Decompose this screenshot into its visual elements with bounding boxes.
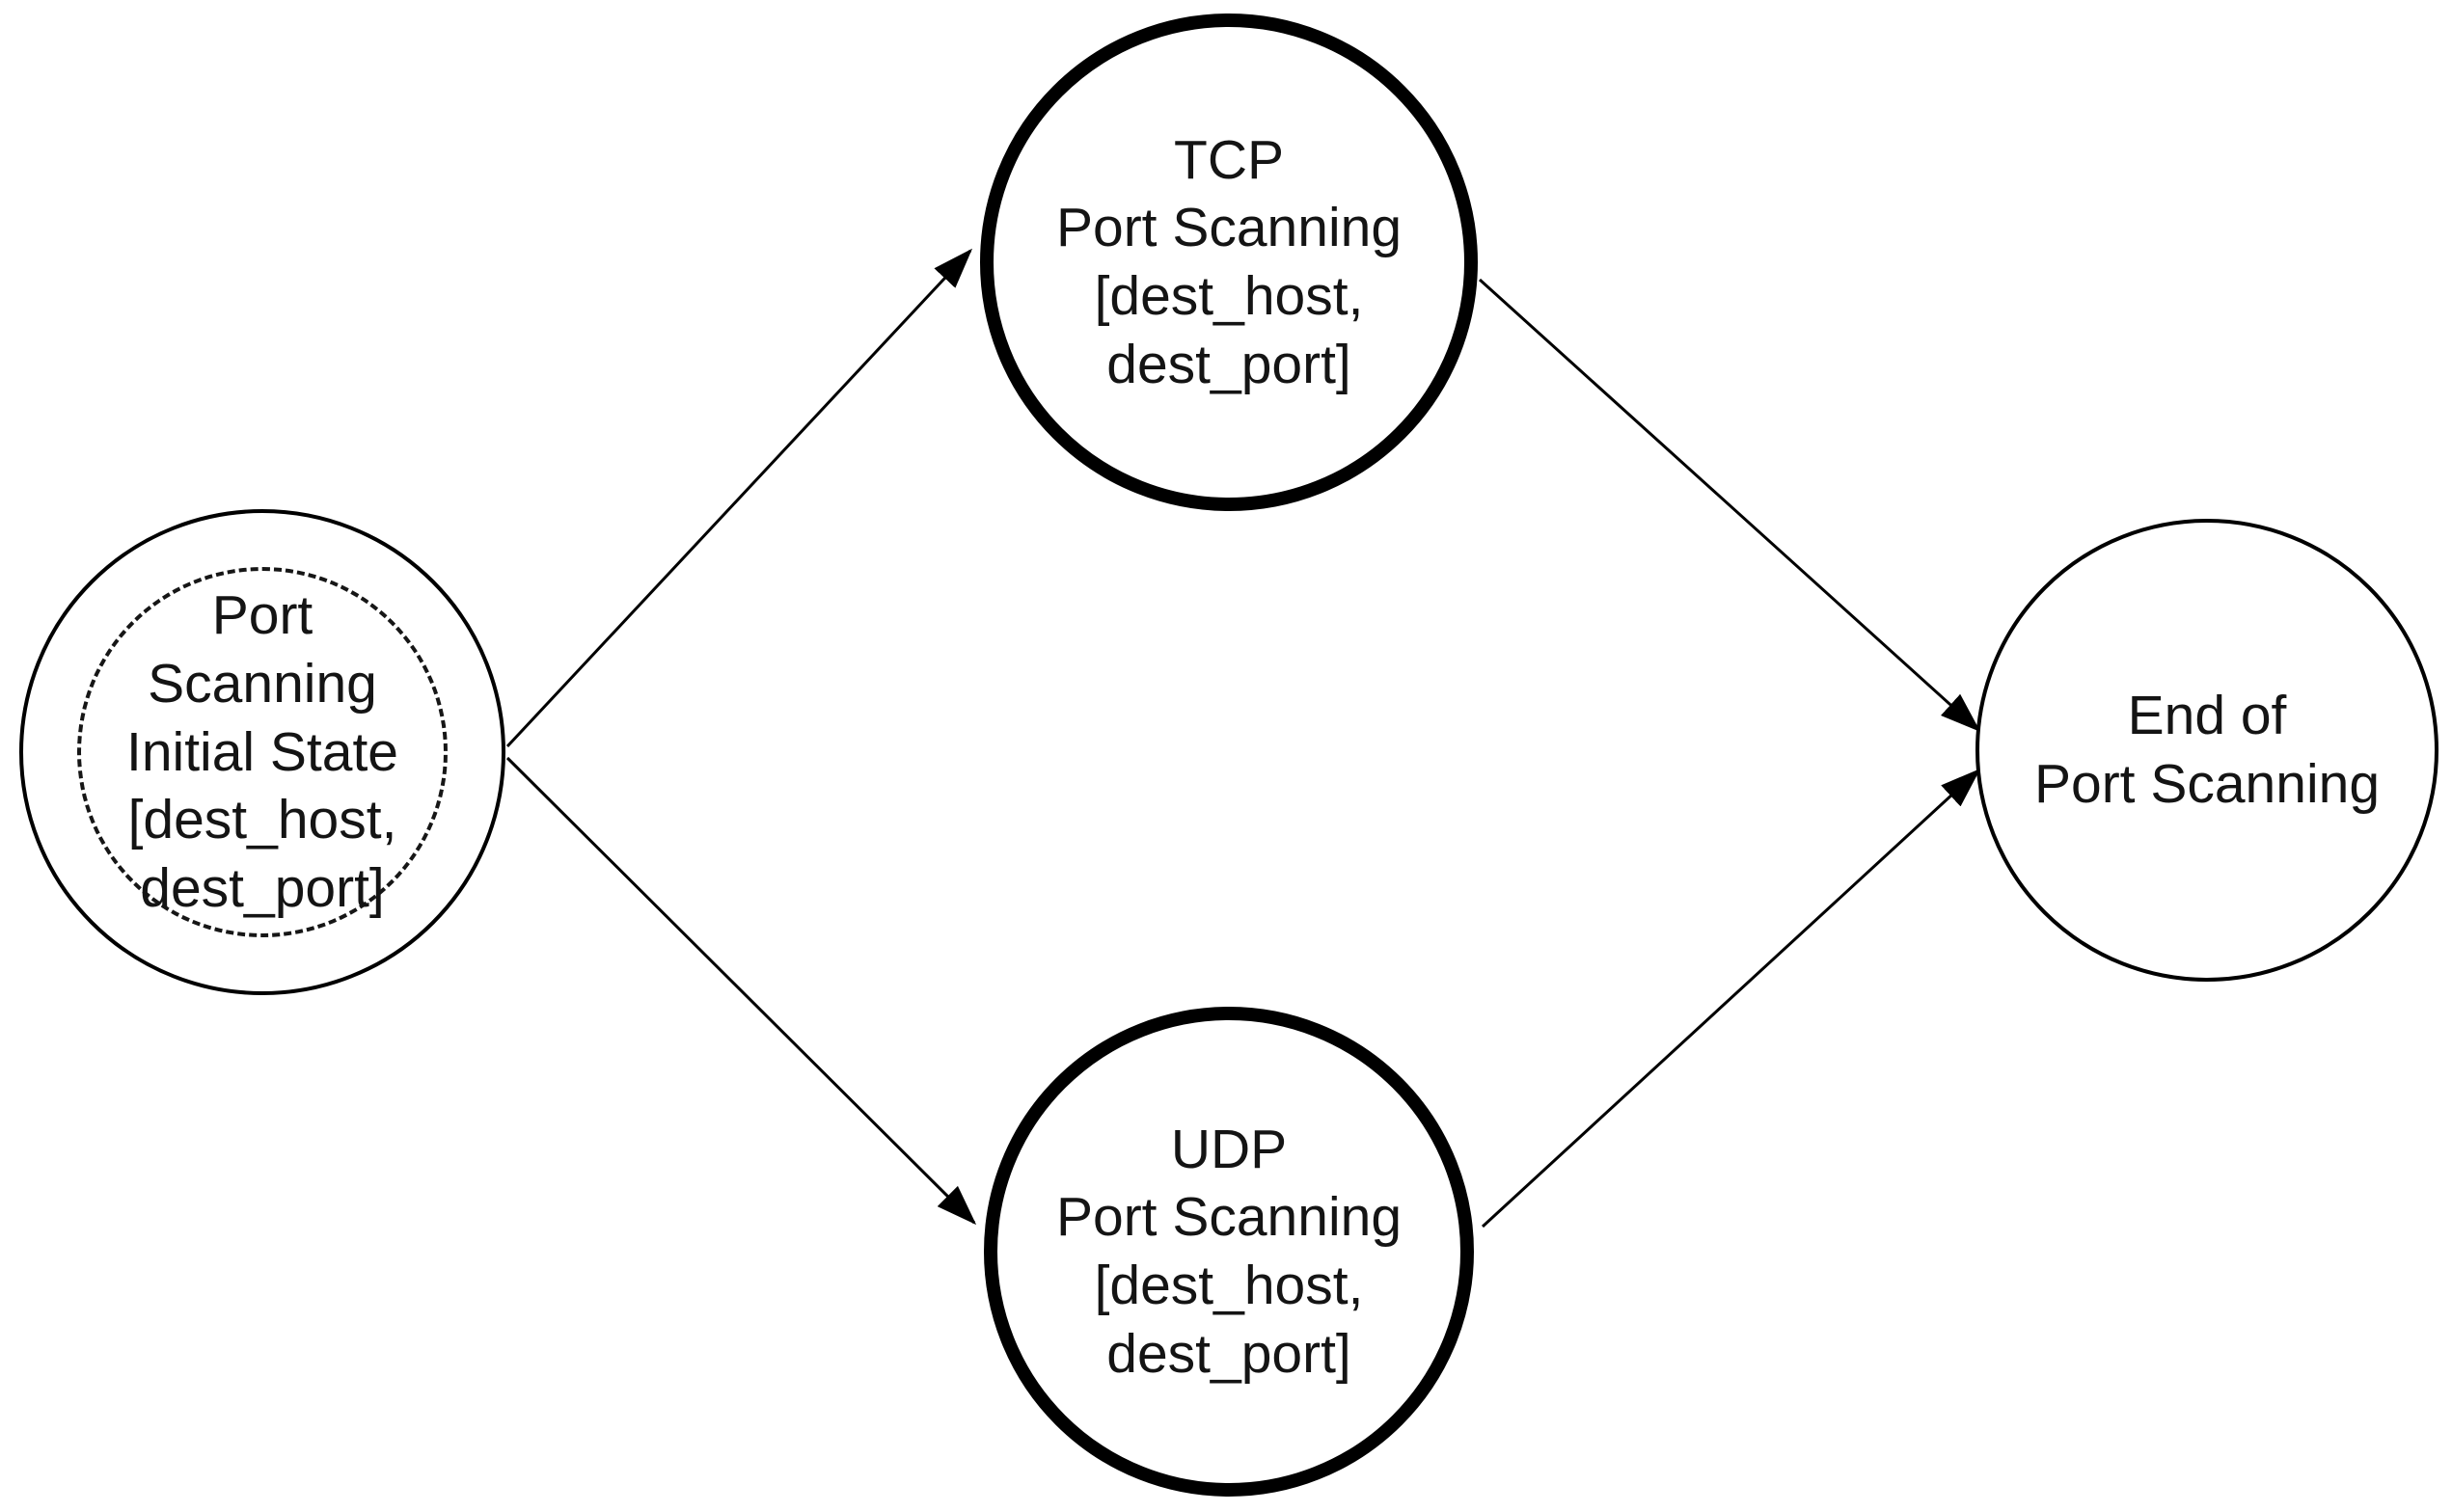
edge-tcp-to-end-arrow xyxy=(1478,278,1981,733)
node-label-initial: Port Scanning Initial State [dest_host, … xyxy=(126,584,398,919)
state-node-initial: Port Scanning Initial State [dest_host, … xyxy=(19,509,505,995)
edge-udp-to-end-arrow xyxy=(1481,768,1981,1228)
state-node-tcp-port-scanning: TCP Port Scanning [dest_host, dest_port] xyxy=(980,14,1478,511)
dashed-inner-circle xyxy=(77,567,448,937)
edge-initial-to-udp-arrow xyxy=(505,756,977,1226)
node-label-end: End of Port Scanning xyxy=(2033,685,2381,815)
edge-initial-to-tcp-arrow xyxy=(505,248,973,748)
state-node-end-of-port-scanning: End of Port Scanning xyxy=(1975,519,2438,982)
node-label-udp: UDP Port Scanning [dest_host, dest_port] xyxy=(1055,1118,1403,1385)
node-label-tcp: TCP Port Scanning [dest_host, dest_port] xyxy=(1055,128,1403,395)
state-node-udp-port-scanning: UDP Port Scanning [dest_host, dest_port] xyxy=(984,1007,1474,1497)
